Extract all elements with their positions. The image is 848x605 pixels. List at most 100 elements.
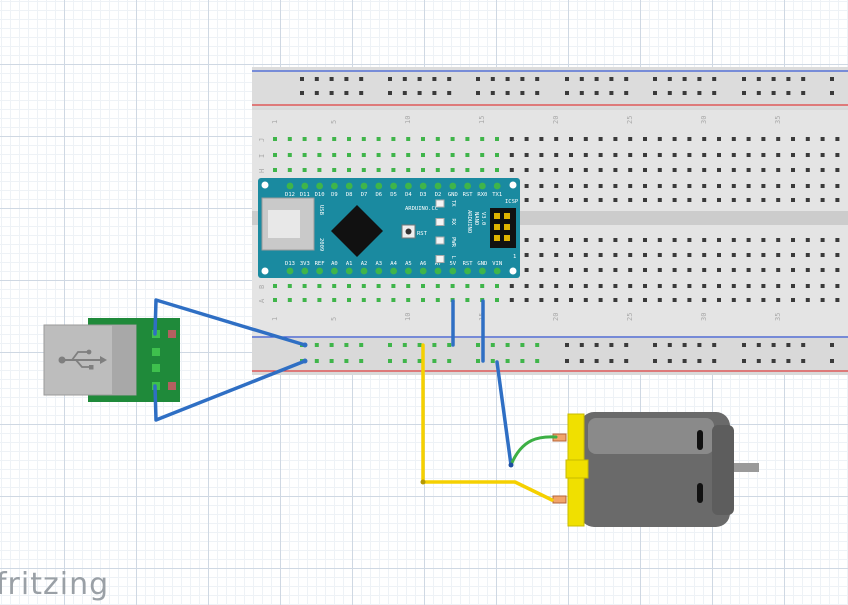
motor-terminal-bottom[interactable] <box>552 495 567 504</box>
breadboard-hole[interactable] <box>835 198 840 202</box>
rail-hole[interactable] <box>742 77 746 81</box>
rail-hole[interactable] <box>520 359 525 363</box>
breadboard-hole[interactable] <box>613 184 618 188</box>
rail-hole[interactable] <box>314 91 319 95</box>
rail-hole[interactable] <box>786 77 791 81</box>
arduino-pin[interactable] <box>419 267 427 275</box>
rail-hole[interactable] <box>771 343 776 347</box>
breadboard-hole[interactable] <box>302 153 307 157</box>
breadboard-hole[interactable] <box>361 298 366 302</box>
rail-hole[interactable] <box>712 77 717 81</box>
breadboard-hole[interactable] <box>598 137 603 141</box>
breadboard-hole[interactable] <box>361 168 366 172</box>
breadboard-hole[interactable] <box>672 284 677 288</box>
breadboard-hole[interactable] <box>791 298 795 302</box>
rail-hole[interactable] <box>682 359 687 363</box>
arduino-pin[interactable] <box>464 267 471 275</box>
rail-hole[interactable] <box>830 359 834 363</box>
breadboard-hole[interactable] <box>702 238 707 242</box>
breadboard-hole[interactable] <box>791 253 795 257</box>
breadboard-hole[interactable] <box>791 168 795 172</box>
breadboard-hole[interactable] <box>435 153 440 157</box>
breadboard-hole[interactable] <box>820 238 825 242</box>
breadboard-hole[interactable] <box>717 268 721 272</box>
breadboard-hole[interactable] <box>583 238 588 242</box>
breadboard-hole[interactable] <box>583 184 588 188</box>
rail-hole[interactable] <box>786 343 791 347</box>
breadboard-hole[interactable] <box>613 198 618 202</box>
breadboard-hole[interactable] <box>569 268 573 272</box>
breadboard-hole[interactable] <box>524 153 529 157</box>
rail-hole[interactable] <box>314 77 319 81</box>
breadboard-hole[interactable] <box>583 268 588 272</box>
rail-hole[interactable] <box>786 359 791 363</box>
breadboard-hole[interactable] <box>746 238 751 242</box>
breadboard-hole[interactable] <box>613 268 618 272</box>
breadboard-hole[interactable] <box>539 238 544 242</box>
arduino-pin[interactable] <box>493 182 501 190</box>
breadboard-hole[interactable] <box>761 253 766 257</box>
breadboard-hole[interactable] <box>361 153 366 157</box>
breadboard-hole[interactable] <box>643 198 647 202</box>
breadboard-hole[interactable] <box>761 268 766 272</box>
rail-hole[interactable] <box>300 91 304 95</box>
rail-hole[interactable] <box>756 359 761 363</box>
breadboard-hole[interactable] <box>820 284 825 288</box>
breadboard-hole[interactable] <box>539 153 544 157</box>
breadboard-hole[interactable] <box>776 184 781 188</box>
breadboard-hole[interactable] <box>287 137 292 141</box>
rail-hole[interactable] <box>359 77 364 81</box>
breadboard-hole[interactable] <box>702 198 707 202</box>
breadboard-hole[interactable] <box>672 298 677 302</box>
breadboard-hole[interactable] <box>539 198 544 202</box>
breadboard-hole[interactable] <box>406 137 411 141</box>
breadboard-hole[interactable] <box>717 137 721 141</box>
rail-hole[interactable] <box>505 77 510 81</box>
breadboard-hole[interactable] <box>524 184 529 188</box>
rail-hole[interactable] <box>388 359 392 363</box>
breadboard-hole[interactable] <box>465 137 470 141</box>
breadboard-hole[interactable] <box>791 238 795 242</box>
breadboard-hole[interactable] <box>569 198 573 202</box>
breadboard-hole[interactable] <box>539 284 544 288</box>
breadboard-hole[interactable] <box>287 298 292 302</box>
breadboard-hole[interactable] <box>761 284 766 288</box>
breadboard-hole[interactable] <box>643 184 647 188</box>
arduino-pin[interactable] <box>301 267 309 275</box>
breadboard-hole[interactable] <box>643 298 647 302</box>
rail-hole[interactable] <box>432 359 437 363</box>
arduino-pin[interactable] <box>375 182 383 190</box>
breadboard-hole[interactable] <box>717 238 721 242</box>
wire-yellow[interactable] <box>421 343 554 502</box>
breadboard-hole[interactable] <box>643 253 647 257</box>
breadboard-hole[interactable] <box>347 284 351 288</box>
arduino-pin[interactable] <box>419 182 427 190</box>
breadboard-hole[interactable] <box>687 298 692 302</box>
breadboard-hole[interactable] <box>406 284 411 288</box>
rail-hole[interactable] <box>697 359 702 363</box>
rail-hole[interactable] <box>520 77 525 81</box>
breadboard-hole[interactable] <box>332 168 337 172</box>
arduino-pin[interactable] <box>405 182 412 190</box>
rail-hole[interactable] <box>771 359 776 363</box>
rail-hole[interactable] <box>535 359 540 363</box>
breadboard-hole[interactable] <box>524 253 529 257</box>
rail-hole[interactable] <box>314 343 319 347</box>
breadboard-hole[interactable] <box>805 184 810 188</box>
breadboard-hole[interactable] <box>687 168 692 172</box>
breadboard-hole[interactable] <box>761 238 766 242</box>
breadboard-hole[interactable] <box>495 137 499 141</box>
breadboard-hole[interactable] <box>406 168 411 172</box>
rail-hole[interactable] <box>771 77 776 81</box>
breadboard-hole[interactable] <box>554 284 559 288</box>
breadboard-hole[interactable] <box>376 137 381 141</box>
breadboard-hole[interactable] <box>657 198 662 202</box>
breadboard-hole[interactable] <box>717 153 721 157</box>
rail-hole[interactable] <box>830 343 834 347</box>
breadboard-hole[interactable] <box>273 298 277 302</box>
breadboard-hole[interactable] <box>435 137 440 141</box>
breadboard-hole[interactable] <box>731 168 736 172</box>
breadboard-hole[interactable] <box>835 298 840 302</box>
breadboard-hole[interactable] <box>554 198 559 202</box>
rail-hole[interactable] <box>756 91 761 95</box>
